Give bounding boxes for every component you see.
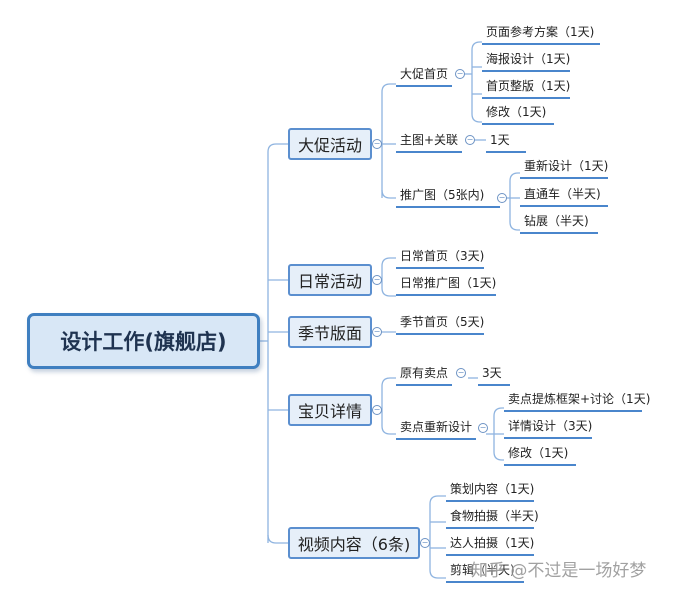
- subtopic-promo-ads[interactable]: 推广图（5张内): [396, 187, 500, 208]
- subtopic-item[interactable]: 详情设计（3天): [504, 418, 592, 439]
- subtopic-item[interactable]: 重新设计（1天): [520, 158, 608, 179]
- watermark-text: 知乎 @不过是一场好梦: [471, 561, 647, 581]
- subtopic-item[interactable]: 直通车（半天): [520, 186, 608, 207]
- subtopic-main-pic-time[interactable]: 1天: [486, 132, 526, 153]
- collapse-toggle-icon[interactable]: −: [420, 538, 430, 548]
- subtopic-item[interactable]: 日常首页（3天): [396, 248, 484, 269]
- subtopic-item[interactable]: 达人拍摄（1天): [446, 535, 534, 556]
- subtopic-item[interactable]: 剪辑（半天): [446, 562, 524, 583]
- subtopic-item[interactable]: 页面参考方案（1天): [482, 24, 600, 45]
- collapse-toggle-icon[interactable]: −: [455, 69, 465, 79]
- collapse-toggle-icon[interactable]: −: [497, 193, 507, 203]
- topic-seasonal[interactable]: 季节版面: [288, 316, 372, 348]
- subtopic-item[interactable]: 策划内容（1天): [446, 481, 534, 502]
- collapse-toggle-icon[interactable]: −: [465, 135, 475, 145]
- collapse-toggle-icon[interactable]: −: [372, 405, 382, 415]
- subtopic-item[interactable]: 修改（1天): [482, 104, 554, 125]
- collapse-toggle-icon[interactable]: −: [372, 275, 382, 285]
- subtopic-selling-points[interactable]: 原有卖点: [396, 365, 453, 386]
- subtopic-redesign[interactable]: 卖点重新设计: [396, 419, 477, 440]
- subtopic-item[interactable]: 首页整版（1天): [482, 78, 570, 99]
- collapse-toggle-icon[interactable]: −: [478, 423, 488, 433]
- subtopic-item[interactable]: 卖点提炼框架+讨论（1天): [504, 391, 650, 412]
- topic-detail[interactable]: 宝贝详情: [288, 394, 372, 426]
- subtopic-item[interactable]: 修改（1天): [504, 445, 576, 466]
- topic-daily[interactable]: 日常活动: [288, 264, 372, 296]
- subtopic-promo-homepage[interactable]: 大促首页: [396, 66, 453, 87]
- subtopic-item[interactable]: 季节首页（5天): [396, 314, 484, 335]
- subtopic-item[interactable]: 食物拍摄（半天): [446, 508, 539, 529]
- subtopic-item[interactable]: 日常推广图（1天): [396, 275, 496, 296]
- subtopic-main-pic[interactable]: 主图+关联: [396, 132, 463, 153]
- collapse-toggle-icon[interactable]: −: [456, 368, 466, 378]
- collapse-toggle-icon[interactable]: −: [372, 327, 382, 337]
- collapse-toggle-icon[interactable]: −: [372, 139, 382, 149]
- subtopic-item[interactable]: 钻展（半天): [520, 213, 598, 234]
- subtopic-selling-time[interactable]: 3天: [478, 365, 510, 386]
- subtopic-item[interactable]: 海报设计（1天): [482, 51, 570, 72]
- topic-promo[interactable]: 大促活动: [288, 128, 372, 160]
- topic-video[interactable]: 视频内容（6条): [288, 527, 420, 559]
- root-topic[interactable]: 设计工作(旗舰店): [27, 313, 260, 369]
